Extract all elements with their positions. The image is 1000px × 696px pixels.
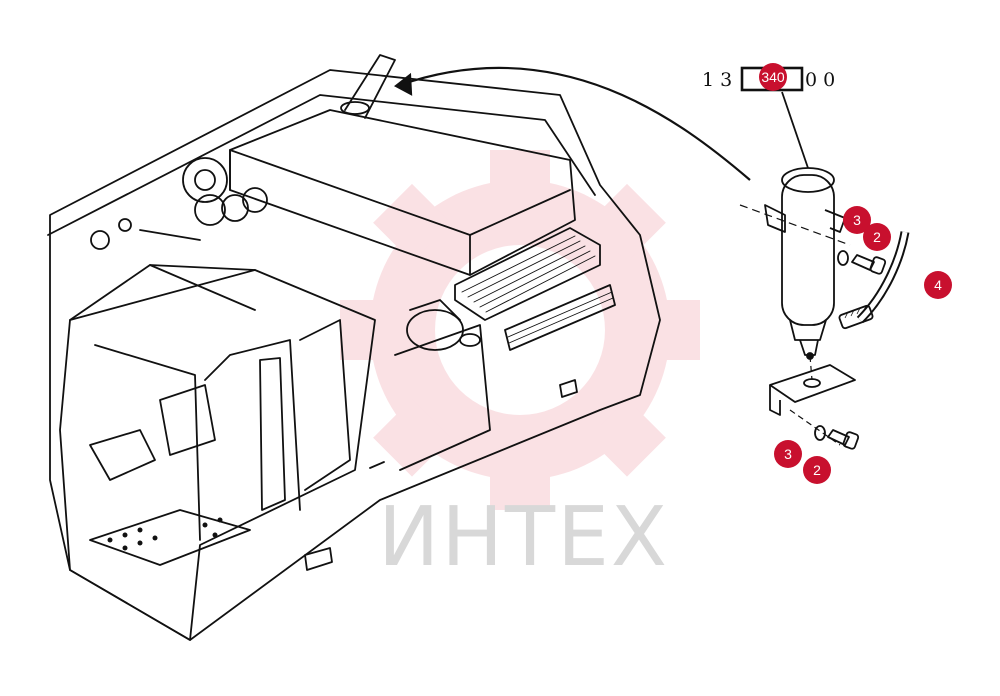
excavator-upper-structure [47, 54, 661, 641]
callout-item-3-upper[interactable]: 3 [843, 206, 871, 234]
callout-item-4[interactable]: 4 [924, 271, 952, 299]
callout-item-2-lower[interactable]: 2 [803, 456, 831, 484]
callout-item-3-lower-label: 3 [784, 446, 792, 462]
watermark-gear [340, 150, 700, 510]
callout-item-2-lower-label: 2 [813, 462, 821, 478]
callout-top-badge-label: 340 [761, 69, 785, 85]
part-number-prefix: 1 3 [702, 69, 732, 91]
callout-top-badge[interactable]: 340 [759, 63, 787, 91]
part-number-suffix: 0 0 [805, 69, 835, 91]
watermark-text: ИНТЕХ [378, 490, 669, 585]
callout-item-4-label: 4 [934, 277, 942, 293]
callout-item-3-upper-label: 3 [853, 212, 861, 228]
leader-arrow [393, 66, 751, 181]
callout-item-3-lower[interactable]: 3 [774, 440, 802, 468]
callout-item-2-upper-label: 2 [873, 229, 881, 245]
fuel-filter-assembly [739, 91, 910, 450]
callout-item-2-upper[interactable]: 2 [863, 223, 891, 251]
